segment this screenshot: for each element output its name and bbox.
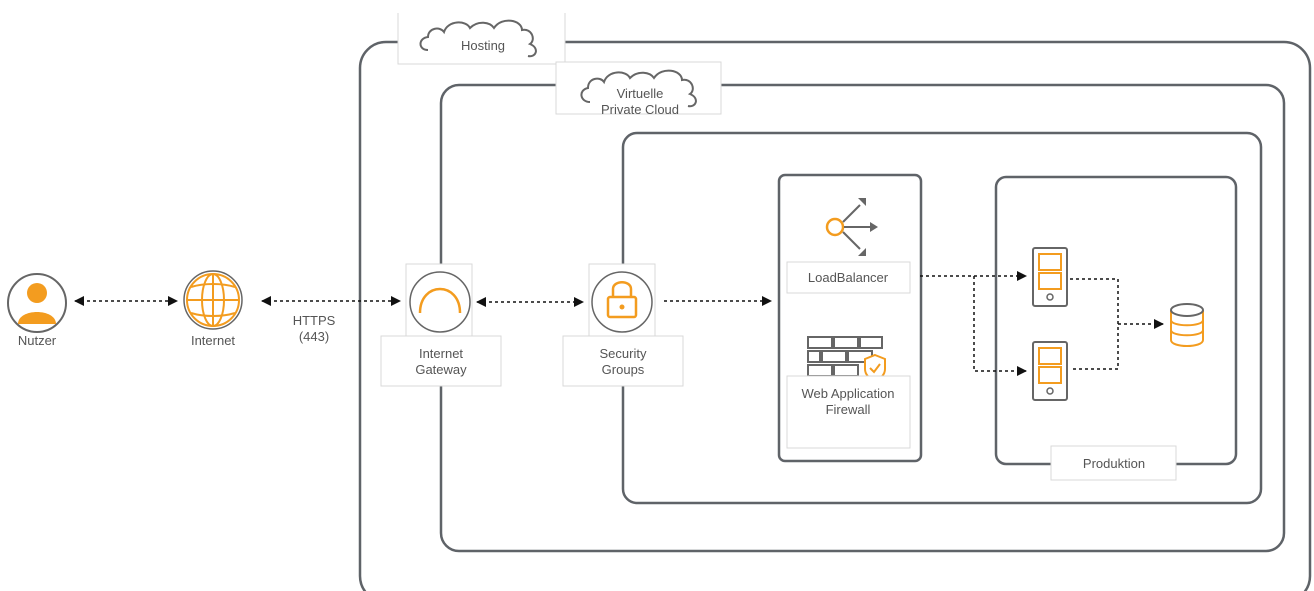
globe-icon bbox=[186, 273, 240, 327]
vpc-frame bbox=[439, 83, 1286, 553]
internet-gateway-label: Internet Gateway bbox=[415, 346, 467, 377]
https-label: HTTPS (443) bbox=[292, 313, 336, 344]
waf-label: Web Application Firewall bbox=[801, 386, 895, 417]
server-icon bbox=[1032, 341, 1068, 401]
produktion-label-box bbox=[1050, 445, 1177, 481]
vpc-label: Virtuelle Private Cloud bbox=[600, 86, 680, 117]
produktion-label: Produktion bbox=[1082, 456, 1146, 471]
hosting-frame bbox=[358, 40, 1312, 591]
server-icon bbox=[1032, 247, 1068, 307]
security-groups-label: Security Groups bbox=[599, 346, 647, 377]
hosting-label: Hosting bbox=[460, 38, 506, 53]
waf-label-box bbox=[786, 375, 911, 449]
loadbalancer-to-servers-connection bbox=[920, 275, 1027, 376]
user-label: Nutzer bbox=[17, 333, 57, 348]
loadbalancer-label-box bbox=[786, 261, 911, 294]
loadbalancer-label: LoadBalancer bbox=[807, 270, 889, 285]
internet-gateway-icon bbox=[418, 287, 462, 314]
database-icon bbox=[1170, 303, 1204, 347]
lock-icon bbox=[606, 281, 638, 319]
globe-icon-ring bbox=[183, 270, 243, 330]
loadbalancer-waf-box bbox=[777, 173, 923, 463]
servers-to-database-connection bbox=[1070, 278, 1119, 370]
loadbalancer-icon bbox=[825, 198, 878, 256]
user-icon bbox=[7, 273, 67, 333]
internet-gateway-ring bbox=[409, 271, 471, 333]
security-groups-ring bbox=[591, 271, 653, 333]
security-groups-label-box bbox=[562, 335, 684, 387]
vpc-cloud-icon bbox=[580, 69, 697, 108]
hosting-cloud-icon bbox=[419, 19, 537, 58]
internet-gateway-label-box bbox=[380, 335, 502, 387]
internet-label: Internet bbox=[190, 333, 236, 348]
